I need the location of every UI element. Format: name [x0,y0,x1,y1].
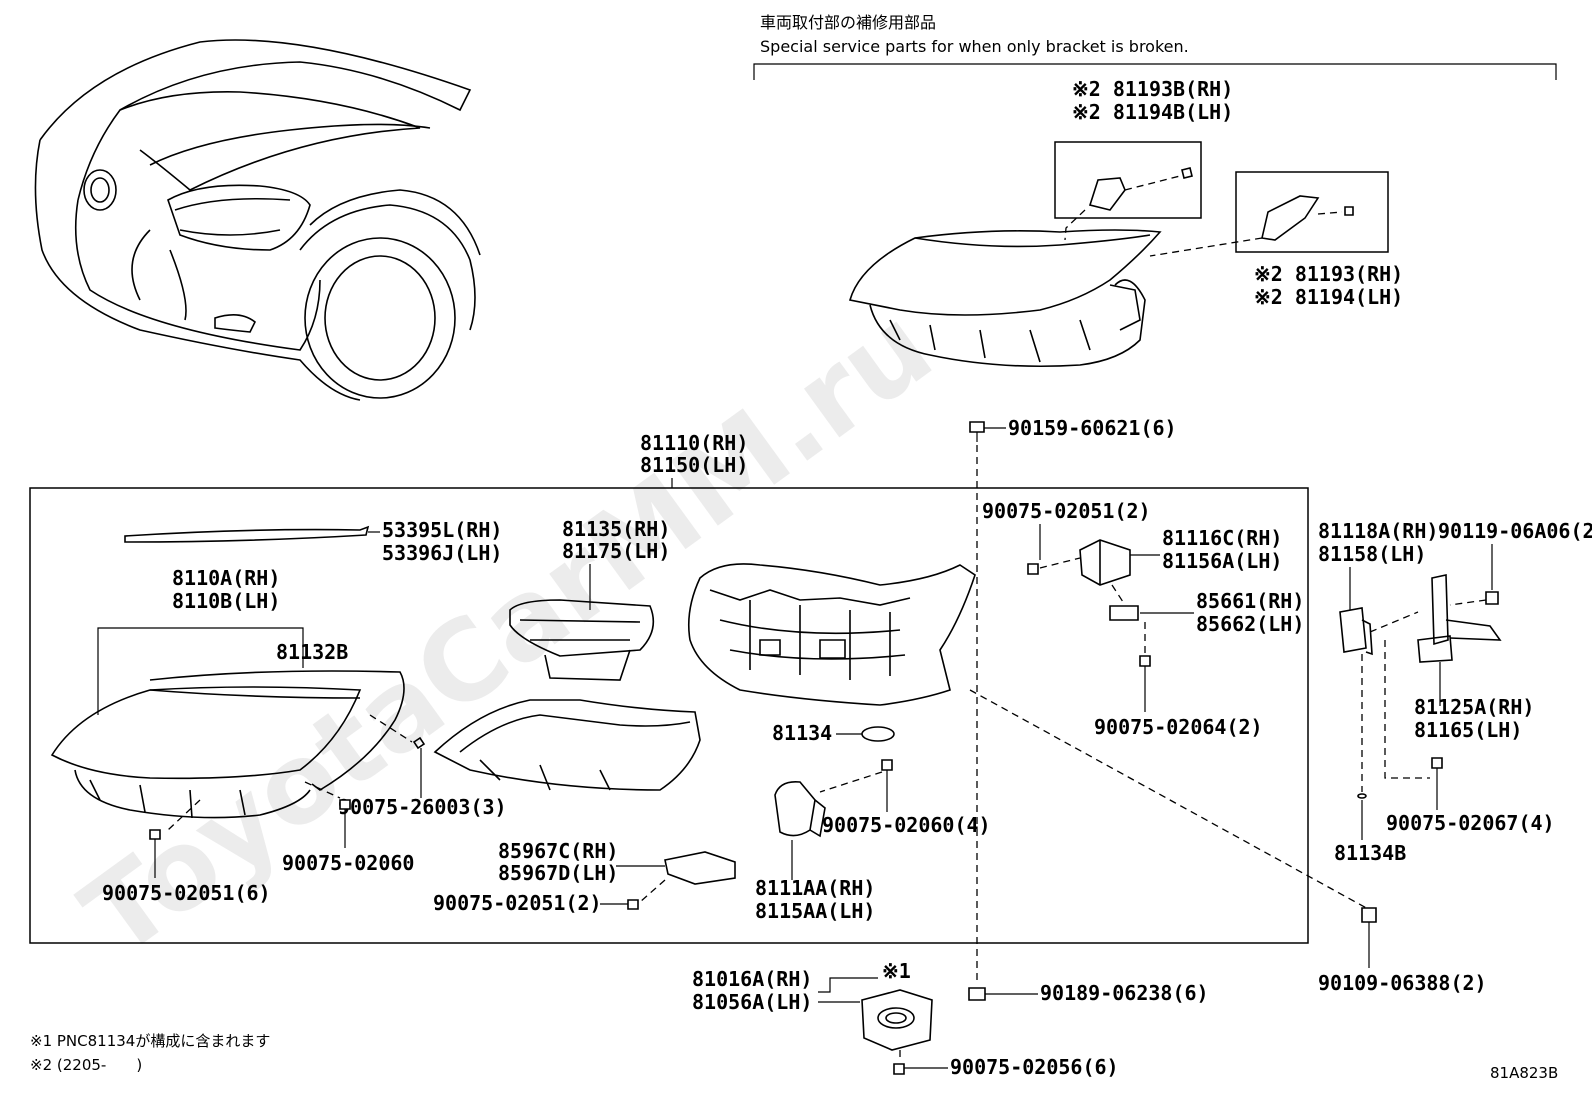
screw-90075-02060-4-icon [881,759,893,771]
label-81193: ※2 81193(RH) [1254,262,1403,286]
housing-81110-illustration [687,563,976,706]
label-90109-06388: 90109-06388(2) [1318,971,1487,995]
label-53396J: 53396J(LH) [382,541,502,565]
label-81125A: 81125A(RH) [1414,695,1534,719]
screw-90075-02051-6-icon [149,829,161,840]
label-8110A: 8110A(RH) [172,566,280,590]
bolt-90119-icon [1485,591,1499,605]
gasket-81134-icon [861,726,895,742]
bracket-81193-illustration [1149,195,1354,257]
screw-90075-02064-icon [1139,655,1151,667]
ecu-85967C-icon [664,851,736,885]
label-81193B: ※2 81193B(RH) [1072,77,1233,101]
label-mark1: ※1 [882,959,911,983]
label-90189-06238: 90189-06238(6) [1040,981,1209,1005]
label-85662: 85662(LH) [1196,612,1304,636]
label-90119-06A06: 90119-06A06(2) [1438,519,1592,543]
label-90075-02051-2a: 90075-02051(2) [982,499,1151,523]
label-90075-26003: 90075-26003(3) [338,795,507,819]
bezel-85967-illustration [433,699,701,791]
nut-90189-icon [968,987,986,1001]
label-81165: 81165(LH) [1414,718,1522,742]
label-85661: 85661(RH) [1196,589,1304,613]
adjuster-81125A-illustration [1417,574,1502,663]
label-90075-02051-2b: 90075-02051(2) [433,891,602,915]
note-2: ※2 (2205- ) [30,1056,142,1074]
module-81016A-illustration [861,989,933,1051]
lens-8110A-illustration [50,670,405,819]
bracket-box-81193 [1235,171,1389,253]
figure-code: 81A823B [1490,1064,1558,1082]
label-90075-02056: 90075-02056(6) [950,1055,1119,1079]
label-81158: 81158(LH) [1318,542,1426,566]
module-8111AA-illustration [774,780,826,838]
label-90075-02060: 90075-02060 [282,851,414,875]
screw-90159-icon [969,421,985,442]
label-81118A: 81118A(RH) [1318,519,1438,543]
bracket-81193B-illustration [1064,167,1193,241]
label-85967C: 85967C(RH) [498,839,618,863]
screw-90075-02060-icon [339,799,351,810]
unit-81135-illustration [509,599,655,681]
label-81194: ※2 81194(LH) [1254,285,1403,309]
note-1: ※1 PNC81134が構成に含まれます [30,1032,270,1050]
vehicle-illustration [34,39,481,401]
bracket-box-81193B [1054,141,1202,219]
label-81016A: 81016A(RH) [692,967,812,991]
label-81134: 81134 [772,721,832,745]
headlamp-top-illustration [848,229,1162,368]
label-90159-60621: 90159-60621(6) [1008,416,1177,440]
label-81175: 81175(LH) [562,539,670,563]
label-8111AA: 8111AA(RH) [755,876,875,900]
label-90075-02060-4: 90075-02060(4) [822,813,991,837]
label-81150: 81150(LH) [640,453,748,477]
bracket-81118A-illustration [1339,607,1373,656]
label-81134B: 81134B [1334,841,1406,865]
label-8110B: 8110B(LH) [172,589,280,613]
screw-90075-02051-2a-icon [1027,563,1039,575]
label-81116C: 81116C(RH) [1162,526,1282,550]
label-8115AA: 8115AA(LH) [755,899,875,923]
screw-90075-02051-2b-icon [627,899,639,910]
label-81135: 81135(RH) [562,517,670,541]
label-90075-02064: 90075-02064(2) [1094,715,1263,739]
leader-8110A [97,627,304,715]
header-bracket-line [753,63,1557,80]
motor-81116C-illustration [1079,539,1131,586]
label-81194B: ※2 81194B(LH) [1072,100,1233,124]
label-81132B: 81132B [276,640,348,664]
header-title-en: Special service parts for when only brac… [760,37,1189,56]
label-81110: 81110(RH) [640,431,748,455]
connector-85661-icon [1109,605,1139,621]
header-title-jp: 車両取付部の補修用部品 [760,13,936,32]
bolt-90075-02067-icon [1431,757,1443,769]
label-90075-02067: 90075-02067(4) [1386,811,1555,835]
screw-90075-02056-icon [893,1063,905,1075]
label-81156A: 81156A(LH) [1162,549,1282,573]
gasket-81134B-icon [1357,793,1367,799]
label-85967D: 85967D(LH) [498,861,618,885]
assembly-frame [29,487,1309,944]
bolt-90109-icon [1361,907,1377,923]
label-81056A: 81056A(LH) [692,990,812,1014]
label-53395L: 53395L(RH) [382,518,502,542]
seal-strip-53395L [124,525,370,543]
label-90075-02051-6: 90075-02051(6) [102,881,271,905]
